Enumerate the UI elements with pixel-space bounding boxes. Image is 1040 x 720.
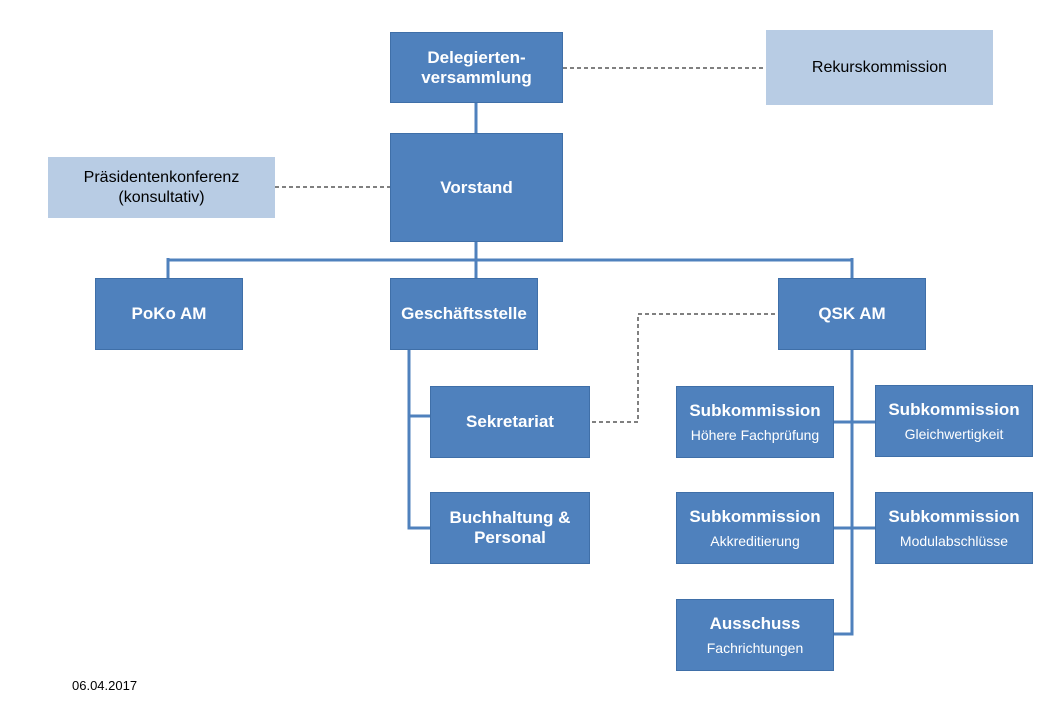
ausschuss-box: Ausschuss Fachrichtungen bbox=[676, 599, 834, 671]
subkommission-akkreditierung-subtitle: Akkreditierung bbox=[710, 532, 800, 549]
geschaeftsstelle-label: Geschäftsstelle bbox=[401, 304, 527, 323]
subkommission-akkreditierung-title: Subkommission bbox=[689, 506, 821, 526]
footer-date: 06.04.2017 bbox=[72, 678, 138, 693]
buchhaltung-line2: Personal bbox=[474, 528, 546, 547]
subkommission-gleichwertigkeit-subtitle: Gleichwertigkeit bbox=[904, 425, 1004, 442]
ausschuss-title: Ausschuss bbox=[709, 613, 801, 633]
praesidentenkonferenz-box: Präsidentenkonferenz (konsultativ) bbox=[48, 157, 275, 218]
subkommission-akkreditierung-box: Subkommission Akkreditierung bbox=[676, 492, 834, 564]
subkommission-hfp-title: Subkommission bbox=[689, 400, 821, 420]
dashed-sekretariat-qsk bbox=[592, 313, 778, 423]
vorstand-label: Vorstand bbox=[440, 177, 513, 197]
qsk-box: QSK AM bbox=[778, 278, 926, 350]
poko-box: PoKo AM bbox=[95, 278, 243, 350]
buchhaltung-line1: Buchhaltung & bbox=[449, 508, 571, 527]
rekurskommission-box: Rekurskommission bbox=[766, 30, 993, 105]
buchhaltung-box: Buchhaltung & Personal bbox=[430, 492, 590, 564]
subkommission-gleichwertigkeit-box: Subkommission Gleichwertigkeit bbox=[875, 385, 1033, 457]
line-geschaeftsstelle-branch bbox=[407, 350, 430, 530]
vorstand-box: Vorstand bbox=[390, 133, 563, 242]
poko-label: PoKo AM bbox=[131, 304, 207, 323]
subkommission-hfp-subtitle: Höhere Fachprüfung bbox=[690, 426, 820, 443]
sekretariat-box: Sekretariat bbox=[430, 386, 590, 458]
subkommission-modulabschluesse-subtitle: Modulabschlüsse bbox=[899, 532, 1009, 549]
praesidentenkonferenz-line2: (konsultativ) bbox=[118, 188, 205, 206]
geschaeftsstelle-box: Geschäftsstelle bbox=[390, 278, 538, 350]
ausschuss-subtitle: Fachrichtungen bbox=[706, 639, 804, 656]
delegiertenversammlung-line1: Delegierten- bbox=[427, 47, 526, 67]
subkommission-gleichwertigkeit-title: Subkommission bbox=[888, 399, 1020, 419]
qsk-label: QSK AM bbox=[818, 304, 886, 323]
line-qsk-branch bbox=[832, 350, 854, 636]
rekurskommission-label: Rekurskommission bbox=[811, 58, 948, 76]
delegiertenversammlung-line2: versammlung bbox=[421, 67, 532, 87]
delegiertenversammlung-box: Delegierten- versammlung bbox=[390, 32, 563, 103]
praesidentenkonferenz-line1: Präsidentenkonferenz bbox=[83, 168, 240, 186]
sekretariat-label: Sekretariat bbox=[466, 412, 554, 431]
subkommission-modulabschluesse-box: Subkommission Modulabschlüsse bbox=[875, 492, 1033, 564]
subkommission-hfp-box: Subkommission Höhere Fachprüfung bbox=[676, 386, 834, 458]
subkommission-modulabschluesse-title: Subkommission bbox=[888, 506, 1020, 526]
